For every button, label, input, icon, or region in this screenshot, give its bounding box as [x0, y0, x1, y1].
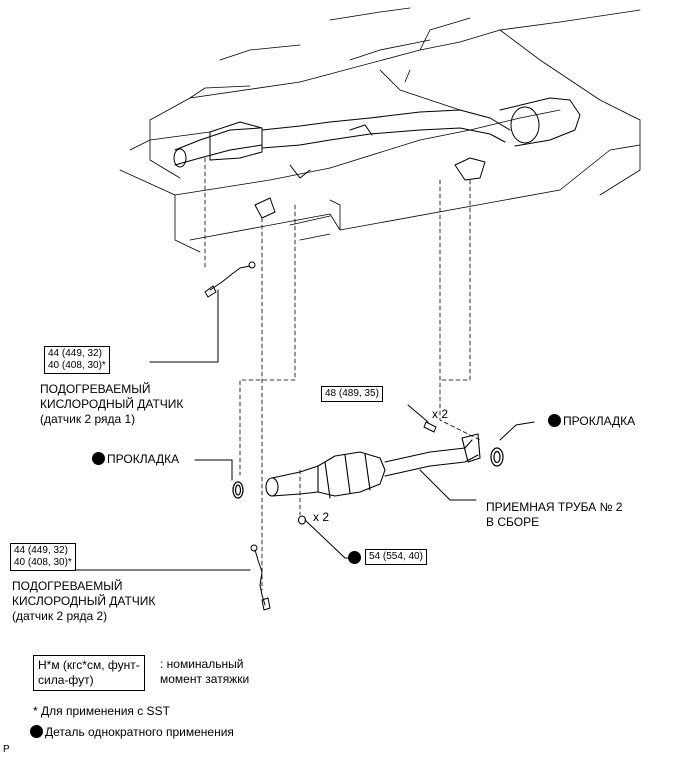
nut-callout — [348, 551, 363, 566]
gasket-left-label: ПРОКЛАДКА — [92, 452, 179, 467]
front-pipe-label: ПРИЕМНАЯ ТРУБА № 2 В СБОРЕ — [486, 500, 622, 530]
legend-unit-desc-line1: : номинальный — [160, 657, 244, 671]
bolt — [423, 421, 437, 433]
legend-unit-line2: сила-фут) — [38, 673, 94, 687]
gasket-right-text: ПРОКЛАДКА — [563, 414, 636, 428]
sensor-1-label-line2: КИСЛОРОДНЫЙ ДАТЧИК — [40, 397, 184, 411]
legend-non-reusable: Деталь однократного применения — [30, 725, 234, 740]
vehicle-underbody — [119, 7, 641, 253]
leader-lines — [69, 289, 535, 571]
gasket-left-text: ПРОКЛАДКА — [107, 452, 180, 466]
front-pipe-label-line2: В СБОРЕ — [486, 515, 540, 529]
gasket-right-label: ПРОКЛАДКА — [548, 414, 635, 429]
torque-box-sensor-2: 44 (449, 32) 40 (408, 30)* — [10, 543, 76, 571]
sensor-2-label: ПОДОГРЕВАЕМЫЙ КИСЛОРОДНЫЙ ДАТЧИК (датчик… — [12, 579, 155, 624]
gaskets — [232, 447, 504, 499]
sensor-1-label-line3: (датчик 2 ряда 1) — [40, 412, 136, 426]
sensor-2-label-line2: КИСЛОРОДНЫЙ ДАТЧИК — [12, 594, 156, 608]
sensor-2-label-line3: (датчик 2 ряда 2) — [12, 609, 108, 623]
corner-mark: P — [3, 744, 10, 755]
installed-exhaust — [173, 97, 581, 219]
legend-unit-line1: Н*м (кгс*см, фунт- — [38, 658, 140, 672]
oxygen-sensor-1-drawing — [204, 261, 256, 298]
legend-unit-desc-line2: момент затяжки — [160, 672, 250, 686]
front-pipe-assembly — [265, 433, 481, 525]
torque-value-sst: 40 (408, 30)* — [14, 557, 72, 568]
torque-value: 44 (449, 32) — [14, 545, 68, 556]
legend-unit-description: : номинальный момент затяжки — [160, 657, 249, 687]
sensor-2-label-line1: ПОДОГРЕВАЕМЫЙ — [12, 579, 123, 593]
non-reusable-icon — [348, 551, 361, 564]
legend-unit-box: Н*м (кгс*см, фунт- сила-фут) — [33, 655, 145, 691]
torque-box-nut: 54 (554, 40) — [365, 549, 427, 565]
legend-sst-note: * Для применения с SST — [33, 704, 170, 718]
torque-value: 44 (449, 32) — [48, 348, 102, 359]
dashed-leaders — [204, 157, 481, 591]
torque-box-bolt: 48 (489, 35) — [321, 386, 383, 402]
sensor-1-label: ПОДОГРЕВАЕМЫЙ КИСЛОРОДНЫЙ ДАТЧИК (датчик… — [40, 382, 183, 427]
sensor-1-label-line1: ПОДОГРЕВАЕМЫЙ — [40, 382, 151, 396]
torque-value: 48 (489, 35) — [325, 388, 379, 399]
non-reusable-icon — [548, 414, 561, 427]
oxygen-sensor-2-drawing — [250, 544, 271, 611]
torque-box-sensor-1: 44 (449, 32) 40 (408, 30)* — [44, 346, 110, 374]
legend-non-reusable-text: Деталь однократного применения — [45, 725, 234, 739]
torque-value: 54 (554, 40) — [369, 551, 423, 562]
nut-quantity: x 2 — [313, 510, 330, 524]
bolt-quantity: x 2 — [432, 407, 449, 421]
non-reusable-icon — [30, 725, 43, 738]
torque-value-sst: 40 (408, 30)* — [48, 360, 106, 371]
non-reusable-icon — [92, 452, 105, 465]
front-pipe-label-line1: ПРИЕМНАЯ ТРУБА № 2 — [486, 500, 623, 514]
